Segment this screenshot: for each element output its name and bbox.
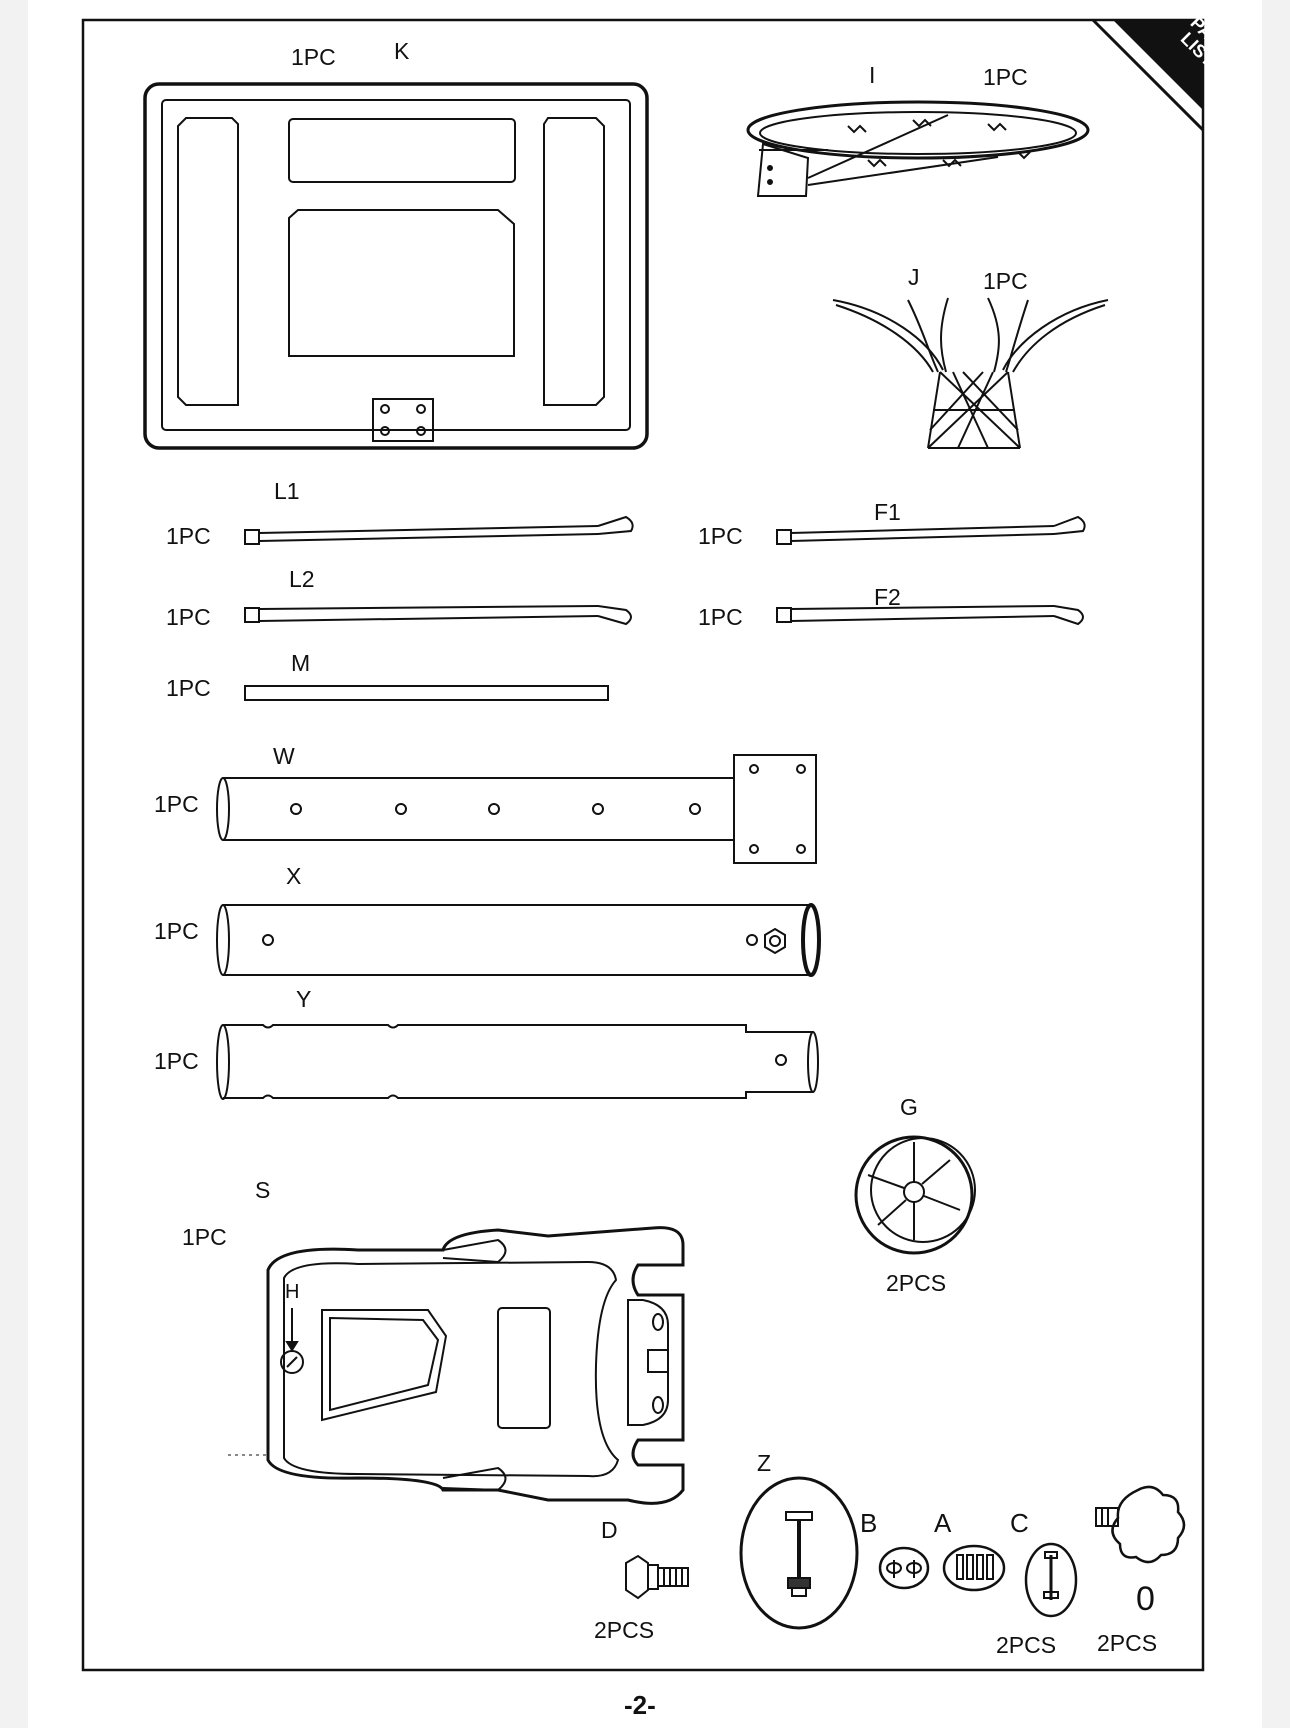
- label-O-qty: 2PCS: [1097, 1630, 1158, 1656]
- label-B: B: [860, 1508, 878, 1538]
- label-Y-qty: 1PC: [154, 1048, 199, 1074]
- label-K: K: [394, 38, 410, 64]
- label-W: W: [273, 743, 295, 769]
- label-K-qty: 1PC: [291, 44, 336, 70]
- label-M-qty: 1PC: [166, 675, 211, 701]
- pole-X: [216, 903, 821, 977]
- label-G: G: [900, 1094, 918, 1120]
- washers-B-drawing: [878, 1546, 930, 1590]
- bolt-Z-drawing: [739, 1476, 859, 1630]
- bolts-A-drawing: [942, 1544, 1006, 1592]
- brace-L1: [244, 515, 634, 545]
- label-X-qty: 1PC: [154, 918, 199, 944]
- label-C: C: [1010, 1508, 1029, 1538]
- label-C-qty: 2PCS: [996, 1632, 1057, 1658]
- label-W-qty: 1PC: [154, 791, 199, 817]
- bolt-C-drawing: [1024, 1542, 1078, 1618]
- label-X: X: [286, 863, 302, 889]
- label-I-qty: 1PC: [983, 64, 1028, 90]
- label-M: M: [291, 650, 311, 676]
- base-drawing: [228, 1226, 685, 1505]
- label-H: H: [285, 1281, 300, 1303]
- label-F1-qty: 1PC: [698, 523, 743, 549]
- parts-drawing: [81, 18, 1205, 1672]
- label-O: 0: [1136, 1580, 1155, 1618]
- label-D: D: [601, 1517, 618, 1543]
- brace-L2: [244, 605, 632, 626]
- net-drawing: [832, 297, 1109, 449]
- page-number: -2-: [624, 1690, 656, 1720]
- label-F1: F1: [874, 499, 901, 525]
- label-A: A: [934, 1508, 952, 1538]
- label-J-qty: 1PC: [983, 268, 1028, 294]
- wheel-drawing: [854, 1135, 976, 1255]
- label-F2-qty: 1PC: [698, 604, 743, 630]
- rim-drawing: [746, 100, 1090, 197]
- label-G-qty: 2PCS: [886, 1270, 947, 1296]
- knob-drawing: [1095, 1485, 1186, 1564]
- label-L2-qty: 1PC: [166, 604, 211, 630]
- label-J: J: [908, 264, 920, 290]
- brace-F1: [776, 515, 1086, 545]
- label-D-qty: 2PCS: [594, 1617, 655, 1643]
- pole-Y: [216, 1024, 819, 1100]
- label-Y: Y: [296, 986, 312, 1012]
- page-frame: [81, 18, 1205, 1672]
- label-L1-qty: 1PC: [166, 523, 211, 549]
- label-S: S: [255, 1177, 271, 1203]
- label-Z: Z: [757, 1450, 772, 1476]
- parts-list-sheet: PART LIST 1PC K I 1PC J 1PC L1 1PC L2 1P…: [28, 0, 1262, 1728]
- brace-F2: [776, 605, 1084, 626]
- corner-tab-stripe: [1091, 18, 1205, 132]
- bar-M: [244, 685, 609, 701]
- label-L2: L2: [289, 566, 315, 592]
- bolt-D-drawing: [625, 1554, 689, 1600]
- backboard-drawing: [143, 82, 649, 450]
- label-F2: F2: [874, 584, 901, 610]
- label-L1: L1: [274, 478, 300, 504]
- label-I: I: [869, 62, 876, 88]
- label-S-qty: 1PC: [182, 1224, 227, 1250]
- corner-tab: [1113, 20, 1203, 110]
- pole-W: [216, 754, 817, 864]
